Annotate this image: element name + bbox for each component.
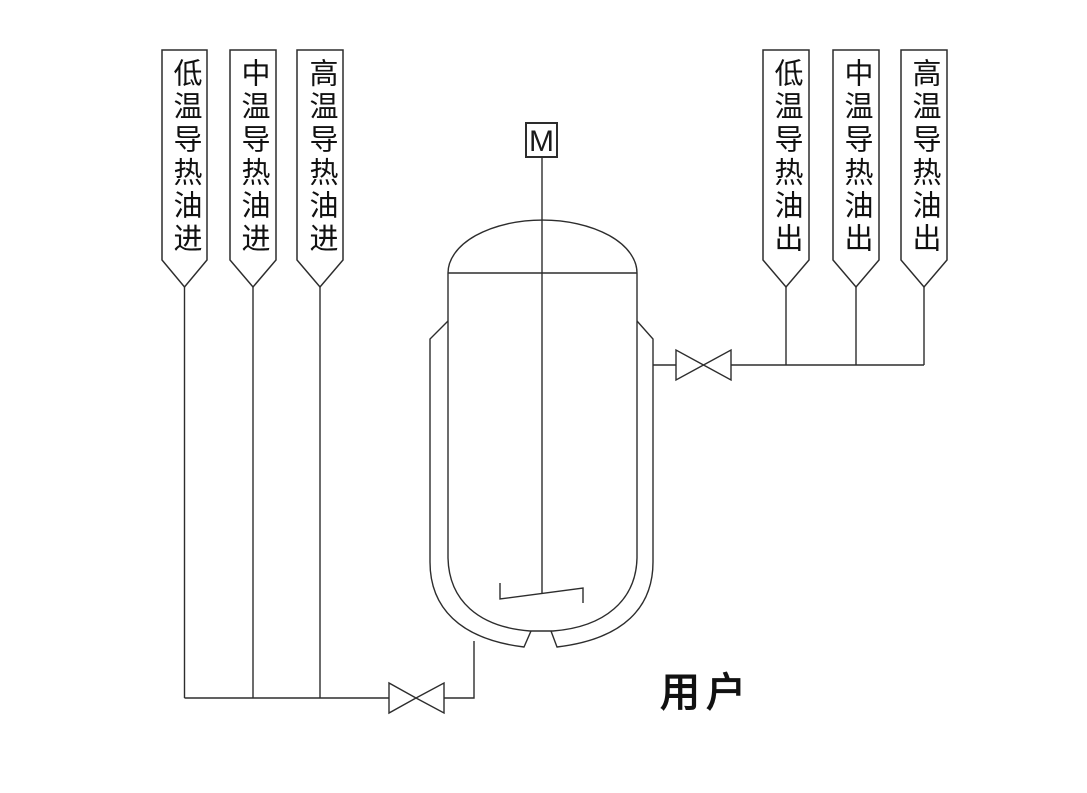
vessel-bottom-head — [447, 557, 638, 632]
outlet-pennant-high-temp — [900, 49, 948, 289]
outlet-pennant-mid-temp — [832, 49, 880, 289]
consumer-label: 用户 — [660, 671, 752, 715]
inlet-pennant-high-temp — [296, 49, 344, 289]
inlet-pennant-low-temp — [161, 49, 208, 289]
inlet-pennant-mid-temp — [229, 49, 277, 289]
vessel-jacket-right — [550, 320, 654, 648]
agitator-paddle — [499, 583, 584, 603]
reactor-vessel — [429, 219, 654, 648]
inlet-valve-icon — [388, 681, 445, 715]
outlet-pennant-low-temp — [762, 49, 810, 289]
motor-label: M — [529, 125, 554, 158]
vessel-jacket-left — [429, 320, 532, 648]
outlet-valve-icon — [675, 348, 732, 382]
inlet-riser-pipe — [444, 641, 475, 699]
